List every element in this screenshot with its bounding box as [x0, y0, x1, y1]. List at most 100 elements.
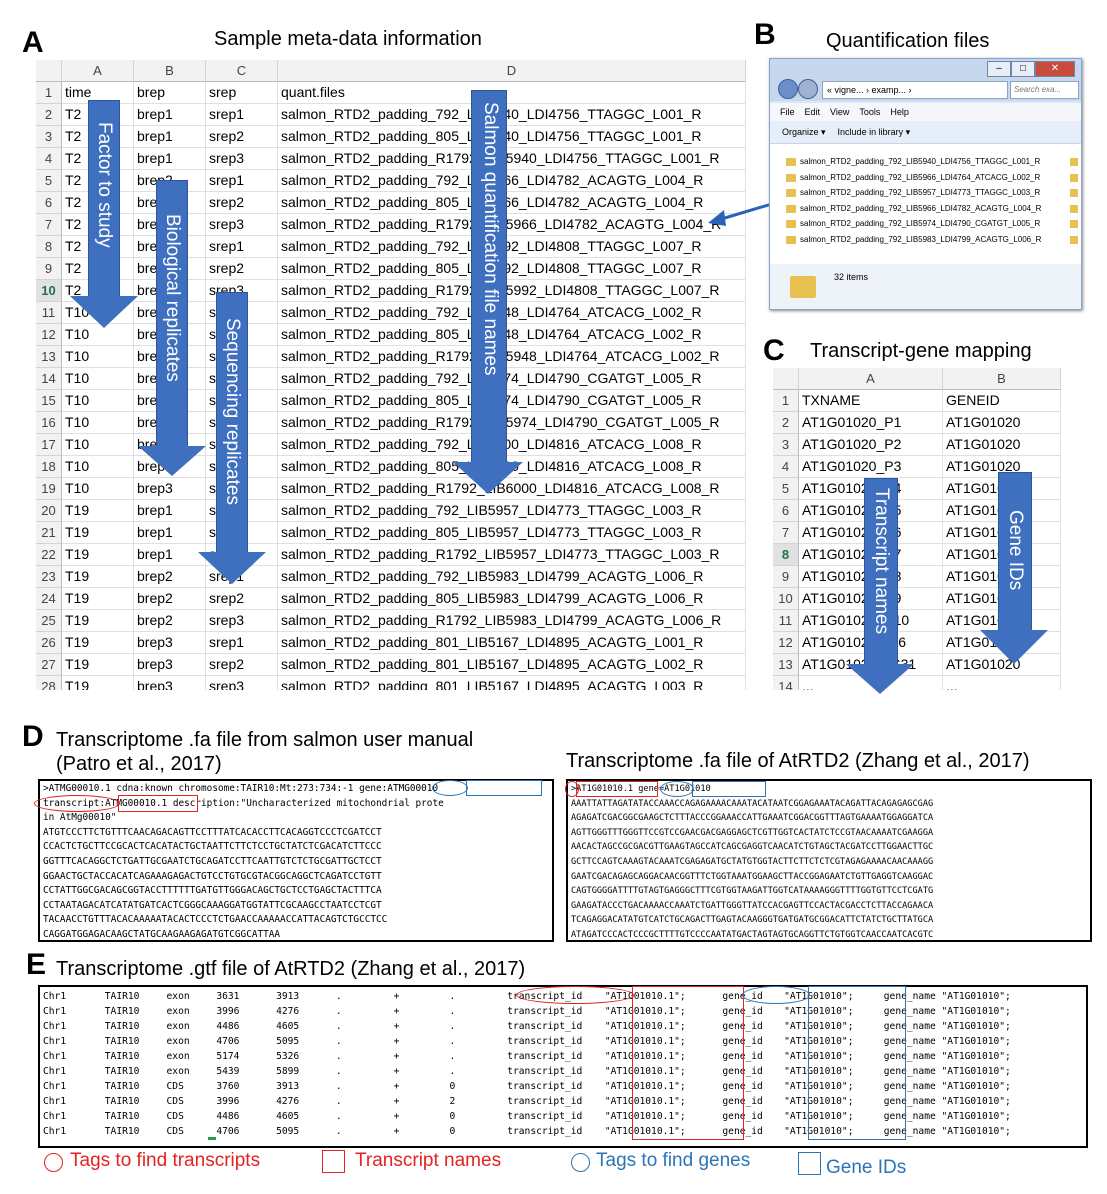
table-cell: salmon_RTD2_padding_792_LIB6000_LDI4816_…	[278, 434, 746, 456]
gtf-field: TAIR10	[104, 1021, 140, 1032]
table-cell: srep2	[206, 654, 278, 676]
gtf-field: 3760	[216, 1081, 240, 1092]
table-cell: brep1	[134, 544, 206, 566]
table-cell: T10	[62, 456, 134, 478]
table-cell: brep1	[134, 104, 206, 126]
table-cell: ...	[943, 676, 1061, 690]
table-cell: salmon_RTD2_padding_805_LIB5983_LDI4799_…	[278, 588, 746, 610]
forward-icon[interactable]	[798, 79, 818, 99]
table-cell: AT1G01020_P1	[799, 412, 943, 434]
panel-d-title-left: Transcriptome .fa file from salmon user …	[56, 729, 474, 775]
gtf-field: TAIR10	[104, 1036, 140, 1047]
gtf-field: gene_id	[722, 1096, 763, 1107]
gtf-field: CDS	[166, 1096, 184, 1107]
explorer-status: 32 items	[770, 264, 1081, 309]
search-input[interactable]: Search exa...	[1010, 81, 1079, 99]
file-item[interactable]: salmon_RTD2_padding_792_LIB5966_LDI4782_…	[770, 201, 1081, 217]
menu-item[interactable]: Help	[890, 107, 909, 117]
table-cell: salmon_RTD2_padding_792_LIB5966_LDI4782_…	[278, 170, 746, 192]
address-bar[interactable]: « vigne... › examp... ›	[822, 81, 1008, 99]
sheet-corner	[773, 368, 799, 390]
gtf-field: .	[335, 1111, 342, 1122]
gtf-field: .	[449, 1051, 456, 1062]
row-number: 4	[773, 456, 799, 478]
fa-line: AACACTAGCCGCGACGTTGAAGTAGCCATCAGCGAGGTCA…	[571, 842, 934, 853]
gtf-field: 5326	[276, 1051, 300, 1062]
table-cell: brep1	[134, 522, 206, 544]
gtf-field: 5174	[216, 1051, 240, 1062]
row-number: 7	[773, 522, 799, 544]
gtf-field: "AT1G01010.1";	[604, 1051, 686, 1062]
gtf-field: 4706	[216, 1126, 240, 1137]
table-cell: salmon_RTD2_padding_R1792_LIB5983_LDI479…	[278, 610, 746, 632]
gtf-field: .	[335, 1126, 342, 1137]
table-cell: srep1	[206, 632, 278, 654]
row-number: 2	[773, 412, 799, 434]
maximize-button[interactable]: □	[1011, 61, 1035, 77]
gtf-field: .	[449, 1036, 456, 1047]
gtf-field: +	[393, 1006, 400, 1017]
minimize-button[interactable]: –	[987, 61, 1011, 77]
row-number: 12	[773, 632, 799, 654]
table-cell: srep2	[206, 126, 278, 148]
gtf-field: TAIR10	[104, 1126, 140, 1137]
menu-item[interactable]: File	[780, 107, 795, 117]
file-list-spacer	[770, 144, 1081, 154]
folder-icon	[790, 276, 816, 298]
menu-item[interactable]: View	[830, 107, 850, 117]
explorer-toolbar: Organize ▾ Include in library ▾	[770, 121, 1081, 144]
gtf-field: +	[393, 1021, 400, 1032]
file-item[interactable]: salmon_RTD2_padding_792_LIB5983_LDI4799_…	[770, 232, 1081, 248]
row-number: 1	[36, 82, 62, 104]
file-item[interactable]: salmon_RTD2_padding_792_LIB5957_LDI4773_…	[770, 185, 1081, 201]
folder-icon	[786, 189, 796, 197]
file-item[interactable]: salmon_RTD2_padding_792_LIB5966_LDI4764_…	[770, 170, 1081, 186]
gtf-field: 4605	[276, 1021, 300, 1032]
back-icon[interactable]	[778, 79, 798, 99]
row-number: 21	[36, 522, 62, 544]
fa-line: >ATMG00010.1 cdna:known chromosome:TAIR1…	[43, 783, 439, 794]
gtf-field: Chr1	[43, 1051, 67, 1062]
gtf-field: 3913	[276, 1081, 300, 1092]
table-cell: brep	[134, 82, 206, 104]
gtf-field: .	[335, 1096, 342, 1107]
row-number: 22	[36, 544, 62, 566]
table-cell: brep3	[134, 478, 206, 500]
table-cell: salmon_RTD2_padding_R1792_LIB5992_LDI480…	[278, 280, 746, 302]
explorer-file-list: salmon_RTD2_padding_792_LIB5940_LDI4756_…	[770, 144, 1081, 264]
explorer-title-bar: – □ ✕ « vigne... › examp... › Search exa…	[770, 59, 1081, 101]
legend-red-box-icon	[322, 1150, 345, 1173]
menu-item[interactable]: Tools	[859, 107, 881, 117]
legend-gene-ids: Gene IDs	[826, 1157, 907, 1178]
gtf-field: transcript_id	[507, 1006, 583, 1017]
table-cell: salmon_RTD2_padding_805_LIB5966_LDI4782_…	[278, 192, 746, 214]
table-cell: T10	[62, 434, 134, 456]
gtf-field: TAIR10	[104, 991, 140, 1002]
menu-item[interactable]: Edit	[804, 107, 821, 117]
file-item[interactable]: salmon_RTD2_padding_792_LIB5974_LDI4790_…	[770, 216, 1081, 232]
toolbar-button[interactable]: Organize ▾	[782, 127, 826, 137]
table-cell: srep2	[206, 588, 278, 610]
legend-tx-tags: Tags to find transcripts	[70, 1150, 261, 1171]
column-header: A	[799, 368, 943, 390]
toolbar-button[interactable]: Include in library ▾	[837, 127, 911, 137]
gtf-field: "AT1G01010";	[784, 1111, 854, 1122]
table-cell: TXNAME	[799, 390, 943, 412]
gtf-field: gene_name "AT1G01010";	[883, 1021, 1011, 1032]
gtf-field: gene_id	[722, 1111, 763, 1122]
gtf-field: CDS	[166, 1081, 184, 1092]
file-item[interactable]: salmon_RTD2_padding_792_LIB5940_LDI4756_…	[770, 154, 1081, 170]
legend-red-circle-icon	[44, 1153, 63, 1172]
gtf-field: 0	[449, 1111, 456, 1122]
gtf-field: 5095	[276, 1126, 300, 1137]
table-cell: brep3	[134, 632, 206, 654]
gtf-field: exon	[166, 1021, 190, 1032]
close-button[interactable]: ✕	[1035, 61, 1075, 77]
fa-line: AAATTATTAGATATACCAAACCAGAGAAAACAAATACATA…	[571, 798, 934, 809]
table-cell: salmon_RTD2_padding_801_LIB5167_LDI4895_…	[278, 632, 746, 654]
table-cell: salmon_RTD2_padding_792_LIB5948_LDI4764_…	[278, 302, 746, 324]
gtf-field: "AT1G01010";	[784, 1036, 854, 1047]
gtf-field: TAIR10	[104, 1096, 140, 1107]
gtf-field: exon	[166, 1036, 190, 1047]
